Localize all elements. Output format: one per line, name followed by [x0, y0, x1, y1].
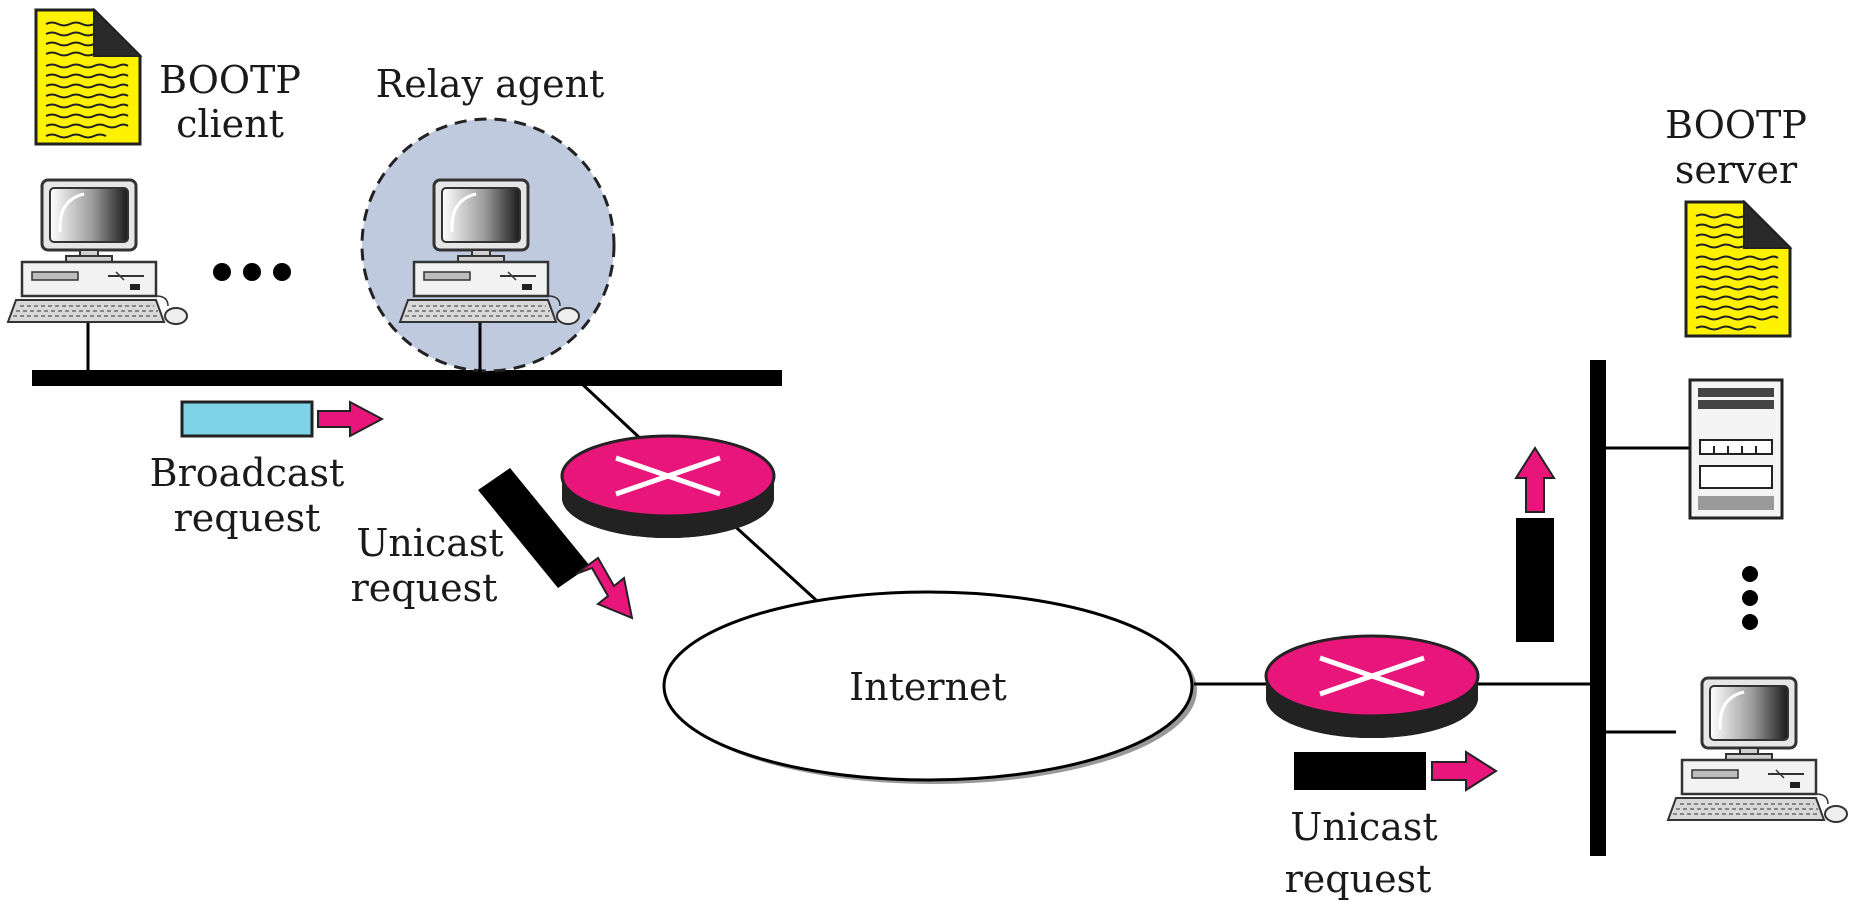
bootp-server-label-line2: server — [1675, 148, 1798, 192]
router-2-icon — [1266, 636, 1478, 738]
more-servers-ellipsis — [1742, 566, 1758, 630]
unicast-packet-2 — [1294, 752, 1426, 790]
unicast-1-label-line1: Unicast — [356, 521, 503, 565]
unicast-1-label-line2: request — [351, 566, 498, 610]
broadcast-label-line1: Broadcast — [150, 451, 345, 495]
client-lan-bus — [32, 370, 782, 386]
bootp-server-document-icon — [1684, 200, 1792, 338]
bootp-client-document-icon — [34, 8, 142, 146]
broadcast-label-line2: request — [174, 496, 321, 540]
router-1-icon — [562, 436, 774, 538]
client-computer-icon — [6, 178, 189, 326]
more-clients-ellipsis — [213, 263, 291, 281]
unicast-arrow-3-icon — [1514, 446, 1556, 513]
internet-label: Internet — [849, 665, 1007, 709]
bootp-client-label-line2: client — [176, 102, 284, 146]
broadcast-packet — [180, 400, 314, 438]
unicast-packet-1 — [478, 468, 590, 588]
relay-agent-label: Relay agent — [376, 62, 605, 106]
unicast-arrow-1-icon — [575, 556, 634, 620]
bootp-client-label-line1: BOOTP — [159, 58, 301, 102]
server-side-computer-icon — [1666, 676, 1849, 824]
bootp-server-label-line1: BOOTP — [1665, 103, 1807, 147]
unicast-2-label-line1: Unicast — [1290, 805, 1437, 849]
unicast-arrow-2-icon — [1431, 750, 1498, 792]
unicast-2-label-line2: request — [1285, 857, 1432, 901]
unicast-packet-3 — [1516, 518, 1554, 642]
server-lan-bus — [1590, 360, 1606, 856]
broadcast-arrow-icon — [317, 400, 385, 438]
bootp-server-tower-icon — [1688, 378, 1784, 520]
